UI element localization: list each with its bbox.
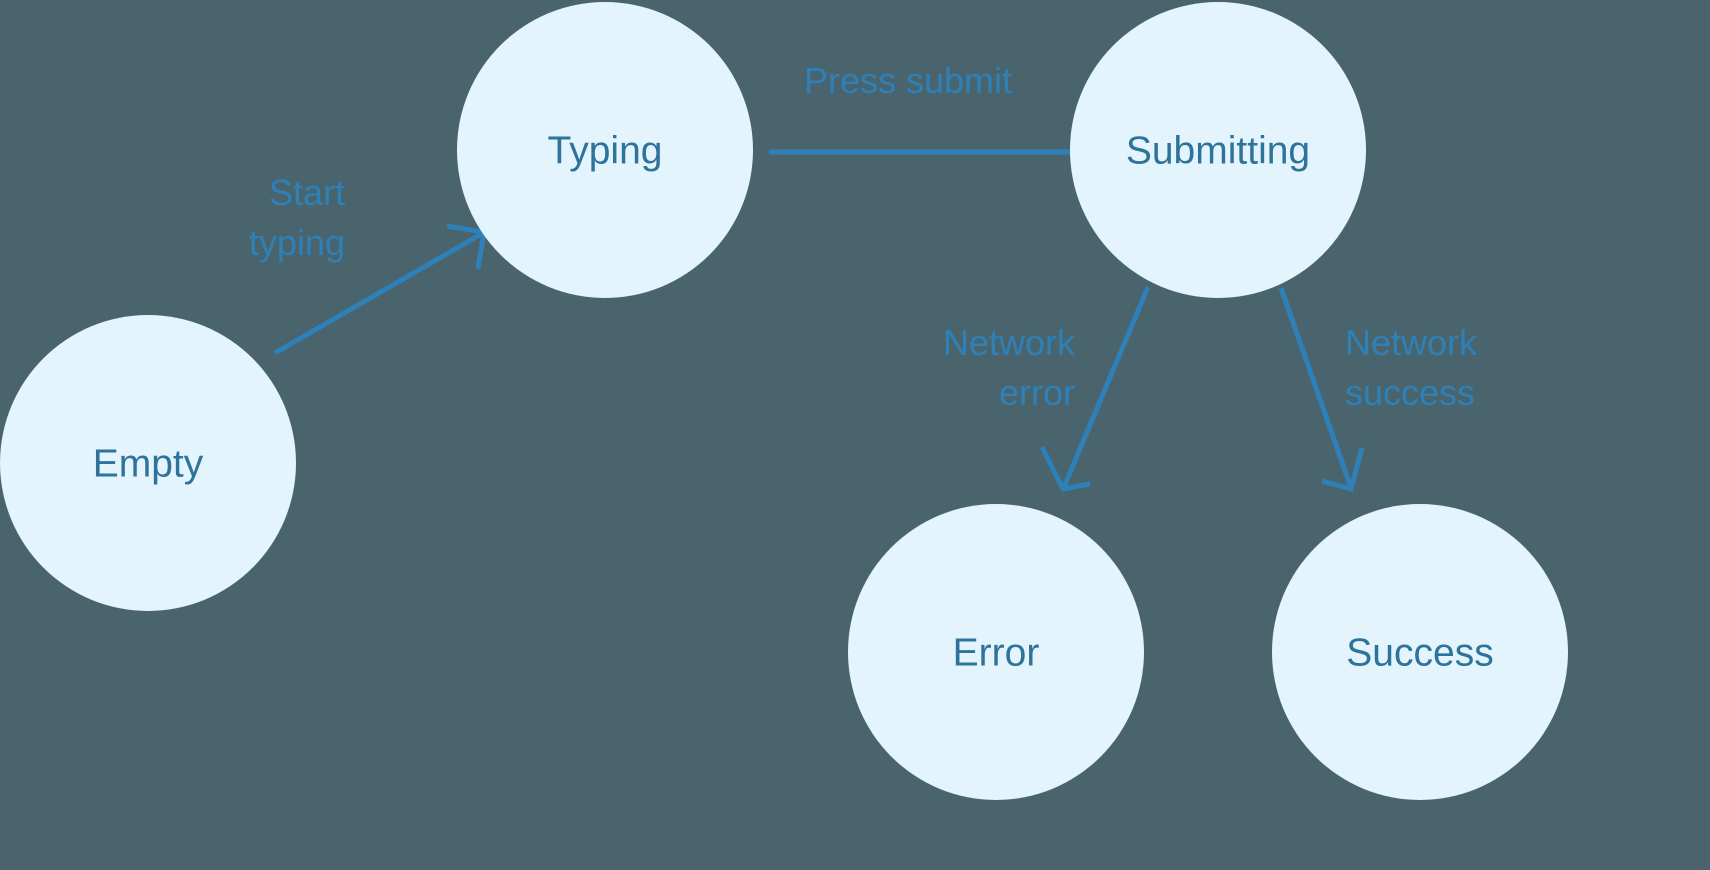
edge-label-line: Press submit bbox=[804, 60, 1012, 101]
edge-line bbox=[1061, 286, 1151, 488]
state-node-label: Empty bbox=[93, 443, 204, 486]
state-node-typing[interactable]: Typing bbox=[457, 2, 753, 298]
edge-submitting-to-error bbox=[1039, 286, 1151, 492]
state-node-submitting[interactable]: Submitting bbox=[1070, 2, 1366, 298]
edges-layer bbox=[273, 116, 1365, 493]
state-node-empty[interactable]: Empty bbox=[0, 315, 296, 611]
state-node-label: Error bbox=[953, 632, 1040, 675]
state-node-circle[interactable] bbox=[457, 2, 753, 298]
arrowhead-icon bbox=[446, 223, 487, 270]
edge-label-line: success bbox=[1345, 372, 1475, 413]
state-node-circle[interactable] bbox=[1070, 2, 1366, 298]
state-node-label: Typing bbox=[548, 130, 663, 173]
edge-label-line: error bbox=[999, 372, 1075, 413]
arrowhead-icon bbox=[1039, 445, 1091, 492]
state-node-circle[interactable] bbox=[1272, 504, 1568, 800]
edge-submitting-to-success bbox=[1278, 287, 1365, 493]
edge-label-empty-to-typing: Start typing bbox=[249, 172, 345, 263]
edge-label-line: Start bbox=[269, 172, 345, 213]
state-node-label: Submitting bbox=[1126, 130, 1310, 173]
state-node-label: Success bbox=[1346, 632, 1493, 675]
edge-label-line: Network bbox=[943, 322, 1076, 363]
edge-line bbox=[273, 230, 485, 356]
state-node-error[interactable]: Error bbox=[848, 504, 1144, 800]
edge-label-submitting-to-error: Network error bbox=[943, 322, 1076, 413]
edge-label-submitting-to-success: Network success bbox=[1345, 322, 1478, 413]
edge-label-line: Network bbox=[1345, 322, 1478, 363]
state-node-circle[interactable] bbox=[848, 504, 1144, 800]
edge-line bbox=[1278, 287, 1353, 486]
arrowhead-icon bbox=[1321, 447, 1365, 493]
edge-label-line: typing bbox=[249, 222, 345, 263]
state-node-circle[interactable] bbox=[0, 315, 296, 611]
state-node-success[interactable]: Success bbox=[1272, 504, 1568, 800]
edge-label-typing-to-submitting: Press submit bbox=[804, 60, 1012, 101]
